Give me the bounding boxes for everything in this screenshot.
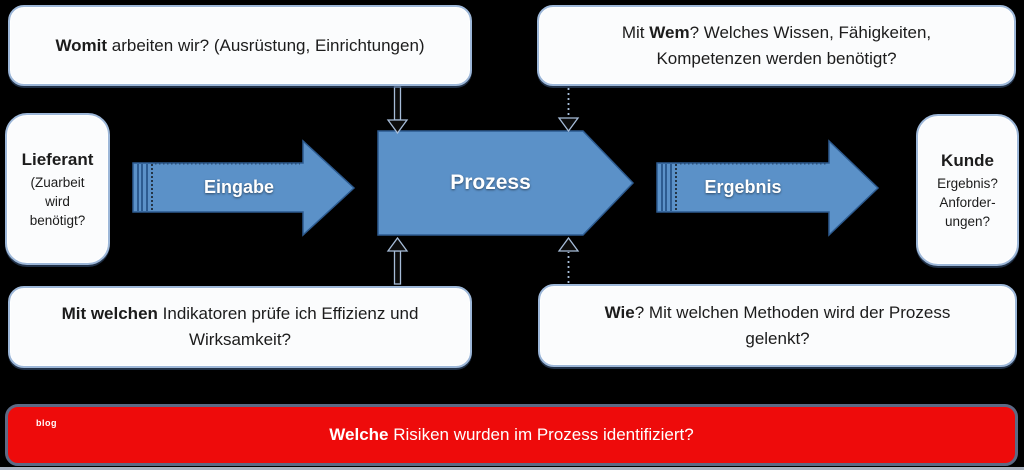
indicators-question-box: Mit welchen Indikatoren prüfe ich Effizi… [8, 286, 472, 368]
blog-watermark: blog [36, 418, 57, 428]
customer-title: Kunde [941, 151, 994, 170]
methods-question-line2: gelenkt? [745, 328, 810, 348]
connector-methods-to-process-arrow [557, 236, 580, 283]
people-question-line1: Mit Wem? Welches Wissen, Fähigkeiten, [608, 20, 945, 46]
equipment-question-box: Womit arbeiten wir? (Ausrüstung, Einrich… [8, 5, 472, 86]
input-arrow-shape [132, 139, 356, 237]
input-arrow-label: Eingabe [203, 177, 274, 197]
indicators-question-line1: Mit welchen Indikatoren prüfe ich Effizi… [48, 301, 433, 327]
people-question-line2: Kompetenzen werden benötigt? [656, 48, 897, 68]
connector-people-to-process-arrow [557, 88, 580, 133]
people-question-rest: ? Welches Wissen, Fähigkeiten, [689, 22, 932, 42]
risk-banner: blog Welche Risiken wurden im Prozess id… [5, 404, 1018, 466]
risk-banner-rest: Risiken wurden im Prozess identifiziert? [388, 425, 694, 444]
customer-line2: Anforder- [939, 195, 996, 210]
equipment-question-rest: arbeiten wir? (Ausrüstung, Einrichtungen… [107, 35, 425, 55]
bottom-edge-strip [0, 467, 1024, 470]
people-question-pre: Mit [621, 22, 650, 42]
process-shape [377, 130, 635, 236]
methods-question-box: Wie? Mit welchen Methoden wird der Proze… [538, 284, 1017, 367]
connector-indicators-to-process-arrow [386, 236, 409, 285]
supplier-line1: (Zuarbeit [30, 175, 85, 190]
methods-question-bold: Wie [604, 302, 635, 322]
indicators-question-line2: Wirksamkeit? [188, 330, 291, 349]
customer-line1: Ergebnis? [937, 176, 998, 191]
risk-banner-text: Welche Risiken wurden im Prozess identif… [329, 425, 693, 445]
customer-box: Kunde Ergebnis? Anforder- ungen? [916, 114, 1019, 266]
equipment-question-bold: Womit [55, 35, 108, 55]
methods-question-line1: Wie? Mit welchen Methoden wird der Proze… [591, 300, 965, 326]
supplier-title: Lieferant [21, 150, 94, 169]
supplier-box: Lieferant (Zuarbeit wird benötigt? [5, 113, 110, 265]
risk-banner-bold: Welche [329, 425, 389, 444]
equipment-question-text: Womit arbeiten wir? (Ausrüstung, Einrich… [41, 33, 438, 59]
customer-line3: ungen? [944, 214, 991, 229]
methods-question-rest: ? Mit welchen Methoden wird der Prozess [634, 302, 951, 322]
output-arrow-label: Ergebnis [704, 177, 782, 197]
connector-equipment-to-process-arrow [386, 86, 409, 135]
indicators-question-bold: Mit welchen [61, 304, 158, 323]
output-arrow-shape [656, 139, 880, 237]
supplier-line2: wird [45, 194, 70, 209]
people-question-box: Mit Wem? Welches Wissen, Fähigkeiten, Ko… [537, 5, 1016, 86]
indicators-question-rest: Indikatoren prüfe ich Effizienz und [157, 304, 419, 323]
people-question-bold: Wem [649, 22, 690, 42]
supplier-line3: benötigt? [29, 213, 86, 228]
process-shape-label: Prozess [450, 171, 531, 194]
